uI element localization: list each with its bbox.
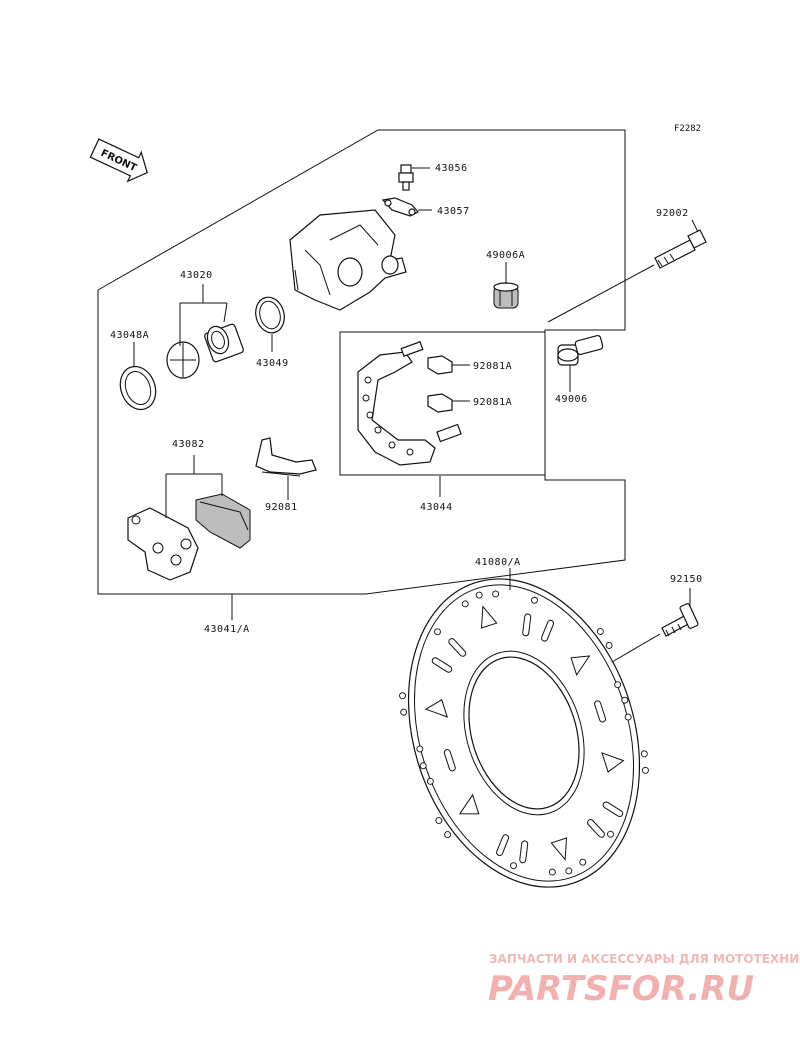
label-49006: 49006 bbox=[555, 394, 588, 405]
brake-pad bbox=[195, 493, 251, 549]
label-41080A: 41080/A bbox=[475, 557, 521, 568]
label-43082: 43082 bbox=[172, 439, 205, 450]
label-43048A: 43048A bbox=[110, 330, 149, 341]
sleeve-49006 bbox=[557, 334, 604, 366]
caliper-body bbox=[289, 209, 407, 311]
label-92002: 92002 bbox=[656, 208, 689, 219]
front-arrow-icon: FRONT bbox=[89, 138, 148, 183]
bleeder-valve bbox=[398, 164, 414, 191]
figure-code: F2282 bbox=[674, 124, 701, 134]
label-92081A-lower: 92081A bbox=[473, 397, 512, 408]
pad-spring-upper bbox=[427, 355, 453, 375]
piston-insulator bbox=[166, 341, 200, 379]
caliper-bolt bbox=[654, 229, 707, 269]
pad-spring-lower bbox=[427, 393, 453, 413]
label-92081: 92081 bbox=[265, 502, 298, 513]
piston-seal bbox=[255, 296, 285, 334]
piston bbox=[204, 323, 244, 363]
boot-49006a bbox=[493, 282, 519, 309]
caliper-bracket bbox=[357, 341, 462, 466]
brake-pad-backing bbox=[127, 507, 199, 581]
label-43049: 43049 bbox=[256, 358, 289, 369]
bracket-box-outline bbox=[339, 331, 546, 476]
dust-seal bbox=[119, 365, 157, 411]
label-49006A: 49006A bbox=[486, 250, 525, 261]
caliper-assembly-outline bbox=[97, 129, 626, 595]
pad-spring bbox=[255, 437, 317, 477]
label-92081A-upper: 92081A bbox=[473, 361, 512, 372]
watermark-brand: PARTSFOR.RU bbox=[488, 969, 754, 1009]
label-43056: 43056 bbox=[435, 163, 468, 174]
disc-bolt bbox=[661, 603, 699, 637]
label-43041A: 43041/A bbox=[204, 624, 250, 635]
brake-disc bbox=[399, 578, 649, 888]
label-92150: 92150 bbox=[670, 574, 703, 585]
label-43044: 43044 bbox=[420, 502, 453, 513]
label-43057: 43057 bbox=[437, 206, 470, 217]
watermark-tagline: ЗАПЧАСТИ И АКСЕССУАРЫ ДЛЯ МОТОТЕХНИКИ bbox=[489, 952, 800, 966]
bleeder-cap bbox=[381, 197, 419, 217]
label-43020: 43020 bbox=[180, 270, 213, 281]
